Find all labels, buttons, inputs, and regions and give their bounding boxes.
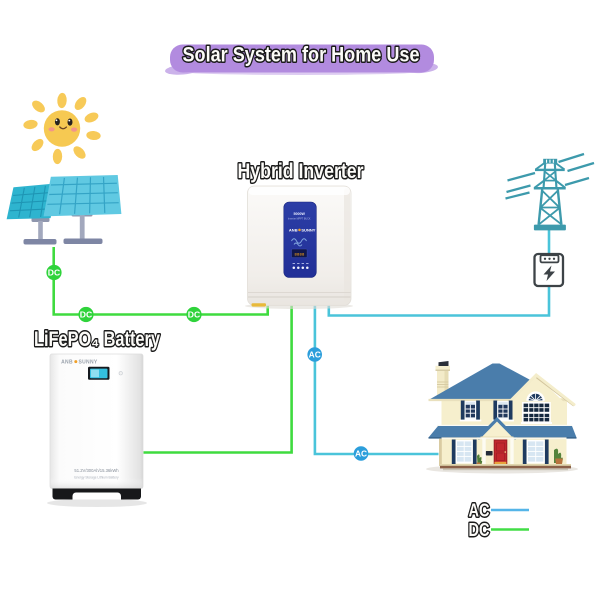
svg-text:5000W: 5000W [294, 212, 306, 216]
svg-text:ANB: ANB [289, 227, 298, 232]
svg-text:8888: 8888 [294, 251, 305, 256]
svg-text:AC: AC [355, 449, 367, 459]
svg-text:DC: DC [48, 268, 60, 278]
svg-text:DC: DC [80, 310, 92, 320]
svg-text:ANB: ANB [61, 359, 73, 365]
svg-text:AC: AC [309, 350, 321, 360]
svg-text:Energy Storage Lithium Battery: Energy Storage Lithium Battery [74, 476, 119, 480]
svg-text:SUNNY: SUNNY [301, 227, 315, 232]
svg-text:DC: DC [188, 310, 200, 320]
svg-text:LiFePO₄ Battery: LiFePO₄ Battery [34, 328, 160, 351]
svg-text:Hybrid Inverter: Hybrid Inverter [238, 160, 364, 183]
svg-text:DC: DC [469, 520, 490, 540]
svg-text:51.2V/300Ah/15.36kWh: 51.2V/300Ah/15.36kWh [74, 468, 119, 473]
svg-text:Inverter MPPT BUCK: Inverter MPPT BUCK [288, 218, 311, 221]
svg-text:SUNNY: SUNNY [78, 359, 97, 365]
svg-text:AC: AC [469, 501, 490, 521]
svg-text:Solar System for Home Use: Solar System for Home Use [183, 44, 420, 67]
